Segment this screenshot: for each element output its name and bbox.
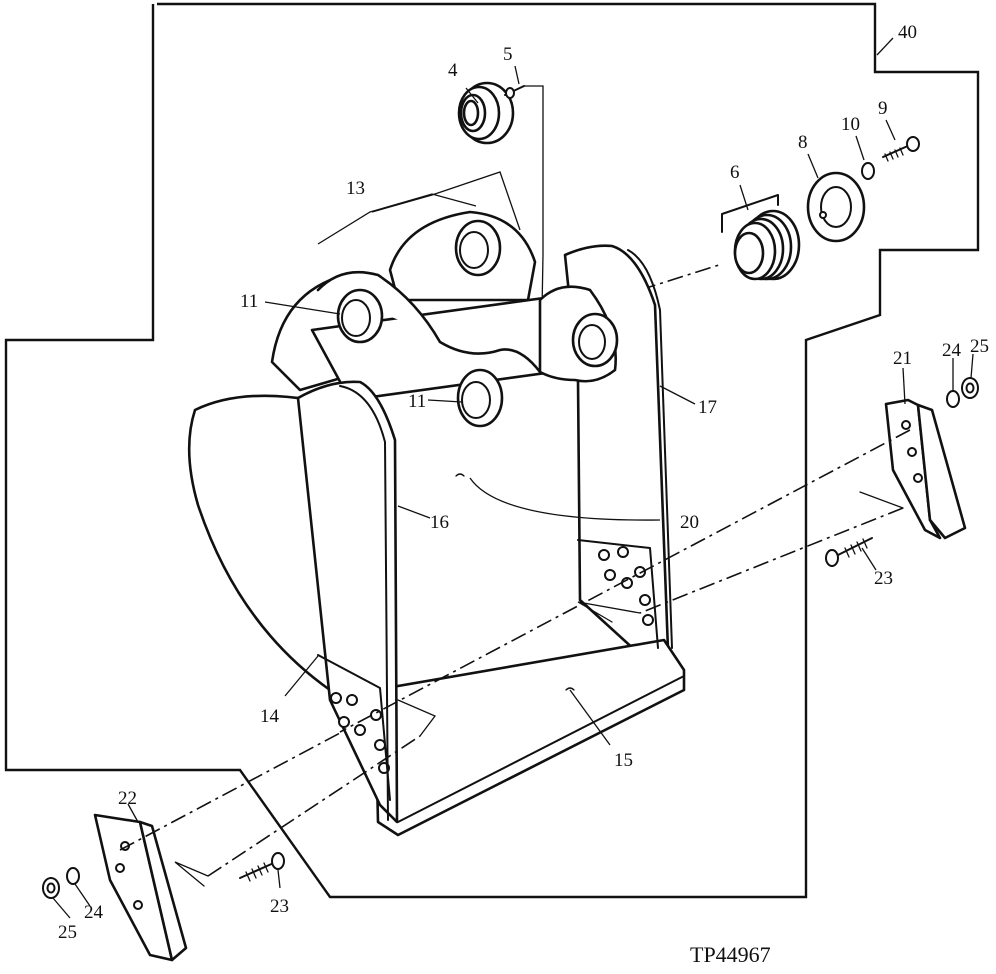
retaining-plate-part (806, 171, 866, 243)
cap-screw-right (825, 537, 873, 567)
left-side-cutter-part (93, 813, 188, 962)
callout-15: 15 (614, 750, 633, 771)
callout-17: 17 (698, 397, 717, 418)
drawing-number: TP44967 (690, 942, 771, 967)
center-line-shims (639, 263, 723, 291)
callout-22: 22 (118, 788, 137, 809)
callout-11-lower: 11 (408, 391, 426, 412)
callout-11-upper: 11 (240, 291, 258, 312)
shim-pack-part (733, 209, 801, 281)
callout-8: 8 (798, 132, 808, 153)
callout-5: 5 (503, 44, 513, 65)
right-side-cutter-part (884, 398, 967, 540)
callout-16: 16 (430, 512, 449, 533)
callout-23-right: 23 (874, 568, 893, 589)
bolt-part-5 (504, 85, 525, 99)
callout-40: 40 (898, 22, 917, 43)
callout-13: 13 (346, 178, 365, 199)
callout-9: 9 (878, 98, 888, 119)
assembly-center-lines (119, 429, 911, 887)
washer-nut-left (42, 867, 80, 899)
callout-24-left: 24 (84, 902, 104, 923)
callout-20: 20 (680, 512, 699, 533)
callout-labels: 40 4 5 6 8 9 10 11 11 13 14 15 16 17 20 … (58, 22, 989, 943)
callout-6: 6 (730, 162, 740, 183)
cap-screw-left (239, 852, 285, 882)
callout-14: 14 (260, 706, 280, 727)
callout-24-right: 24 (942, 340, 962, 361)
callout-25-right: 25 (970, 336, 989, 357)
lock-washer-part (861, 162, 875, 180)
leader-lines (52, 37, 974, 919)
callout-10: 10 (841, 114, 860, 135)
shim-group-bracket (721, 194, 779, 233)
cap-screw-part-9 (882, 136, 920, 162)
assembly-boundary-outline (4, 2, 980, 899)
callout-21: 21 (893, 348, 912, 369)
washer-nut-right (946, 377, 979, 408)
callout-23-left: 23 (270, 896, 289, 917)
callout-4: 4 (448, 60, 458, 81)
callout-25-left: 25 (58, 922, 77, 943)
pin-part (457, 81, 515, 145)
bucket-body (187, 210, 686, 837)
